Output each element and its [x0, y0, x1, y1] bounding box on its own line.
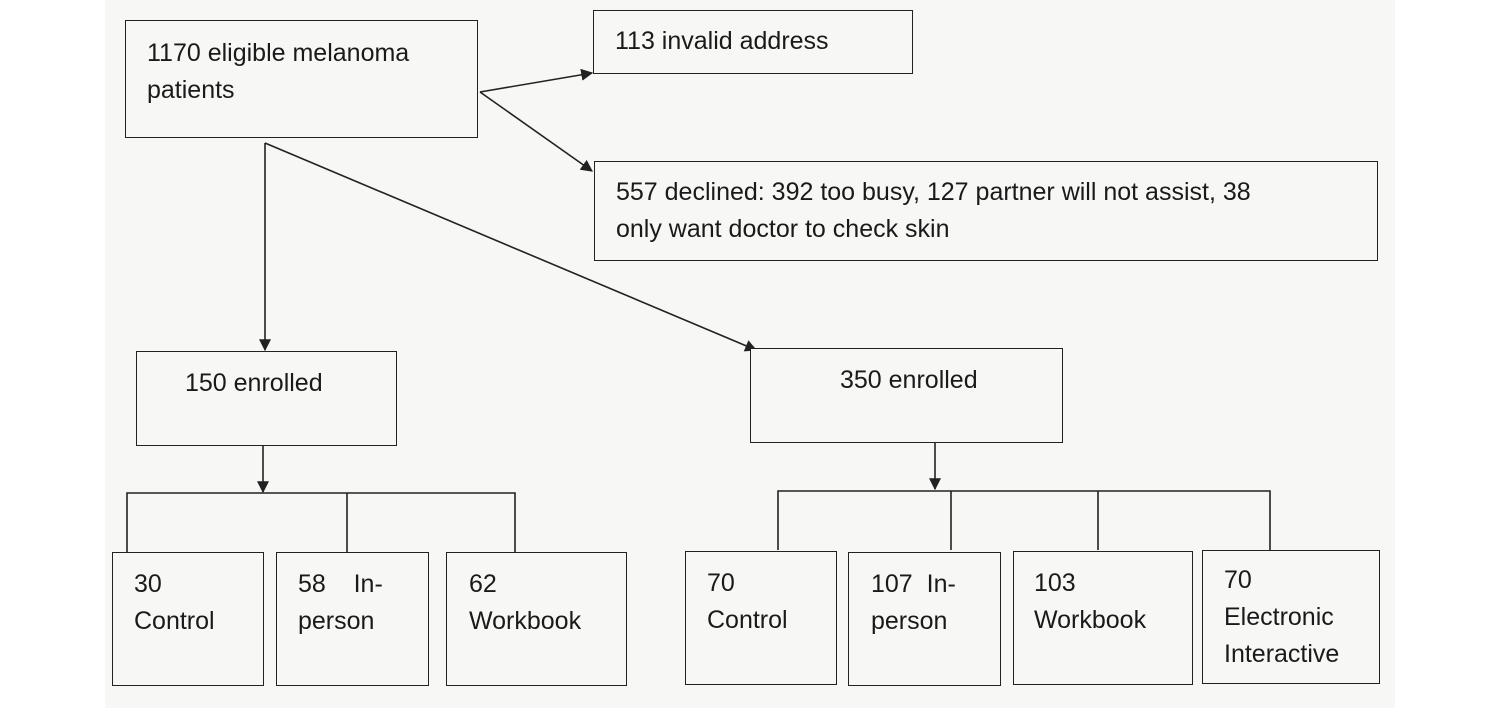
group-label: Electronic [1224, 603, 1334, 631]
group-box-control-70: 70 Control [685, 551, 837, 685]
declined-box: 557 declined: 392 too busy, 127 partner … [594, 161, 1378, 261]
invalid-address-text: 113 invalid address [615, 27, 829, 55]
group-label: Workbook [1034, 606, 1147, 634]
group-box-workbook-103: 103 Workbook [1013, 551, 1193, 685]
group-box-electronic-70: 70 Electronic Interactive [1202, 550, 1380, 684]
bracket-350 [777, 490, 1271, 550]
eligible-line2: patients [147, 76, 235, 104]
declined-line2: only want doctor to check skin [616, 215, 950, 243]
group-label: In- [353, 570, 383, 598]
group-box-control-30: 30 Control [112, 552, 264, 686]
group-count: 30 [134, 570, 162, 598]
group-box-workbook-62: 62 Workbook [446, 552, 627, 686]
group-label: Workbook [469, 607, 582, 635]
group-count-label: 107 In- [871, 566, 1000, 603]
group-count: 107 [871, 570, 913, 598]
bracket-150 [126, 492, 516, 552]
group-box-in-person-107: 107 In- person [848, 552, 1001, 686]
group-label: Control [134, 607, 215, 635]
group-label: In- [926, 570, 956, 598]
group-count: 70 [1224, 566, 1252, 594]
eligible-line1: 1170 eligible melanoma [147, 39, 410, 67]
eligible-patients-box: 1170 eligible melanoma patients [125, 20, 478, 138]
declined-line1: 557 declined: 392 too busy, 127 partner … [616, 178, 1251, 206]
group-count: 58 [298, 570, 326, 598]
arrow-to-enrolled-350 [264, 142, 758, 352]
group-count: 62 [469, 570, 497, 598]
group-count: 103 [1034, 569, 1076, 597]
invalid-address-box: 113 invalid address [593, 10, 913, 74]
group-label-cont: person [298, 607, 375, 635]
group-label-cont: person [871, 607, 948, 635]
enrolled-350-box: 350 enrolled [750, 348, 1063, 443]
enrolled-350-text: 350 enrolled [840, 366, 978, 394]
group-box-in-person-58: 58 In- person [276, 552, 429, 686]
group-label-cont: Interactive [1224, 640, 1340, 668]
group-label: Control [707, 606, 788, 634]
group-count-label: 58 In- [298, 566, 428, 603]
group-count: 70 [707, 569, 735, 597]
arrow-to-invalid [479, 68, 594, 93]
enrolled-150-box: 150 enrolled [136, 351, 397, 446]
enrolled-150-text: 150 enrolled [185, 369, 323, 397]
arrow-to-declined [479, 91, 593, 172]
